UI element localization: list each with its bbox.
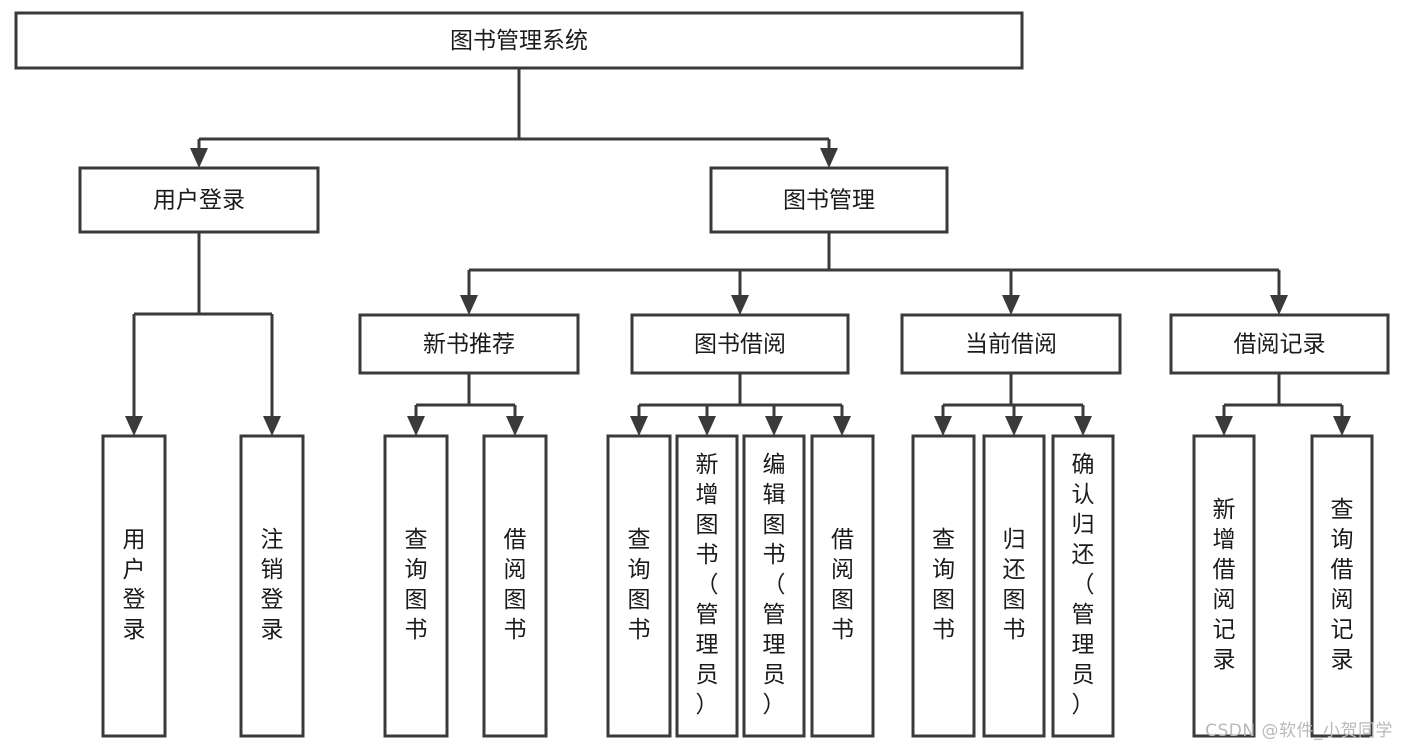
node-box-new-book-rec[interactable] [358, 313, 580, 375]
arrow-head-icon [833, 416, 851, 436]
node-leaf-confirm-return-admin[interactable]: 确认归还（管理员） [1051, 434, 1115, 738]
arrow-head-icon [1002, 295, 1020, 315]
arrow-head-icon [263, 416, 281, 436]
arrow-head-icon [698, 416, 716, 436]
node-box-leaf-logout-login[interactable] [239, 434, 305, 738]
node-box-root[interactable] [14, 11, 1024, 70]
node-leaf-borrow-book-rec[interactable]: 借阅图书 [482, 434, 548, 738]
node-label-leaf-query-book-borrow: 查询图书 [628, 527, 651, 643]
node-leaf-logout-login[interactable]: 注销登录 [239, 434, 305, 738]
node-label-leaf-return-book: 归还图书 [1003, 527, 1026, 643]
node-leaf-add-borrow-record[interactable]: 新增借阅记录 [1192, 434, 1256, 738]
node-label-new-book-rec: 新书推荐 [423, 332, 515, 358]
node-box-leaf-query-book-borrow[interactable] [606, 434, 672, 738]
node-leaf-query-borrow-record[interactable]: 查询借阅记录 [1310, 434, 1374, 738]
node-label-leaf-user-login: 用户登录 [123, 527, 146, 643]
arrow-head-icon [407, 416, 425, 436]
node-box-leaf-add-book-admin[interactable] [675, 434, 739, 738]
node-current-borrow[interactable]: 当前借阅 [900, 313, 1122, 375]
node-label-leaf-confirm-return-admin: 确认归还（管理员） [1072, 452, 1095, 718]
node-box-book-borrow[interactable] [630, 313, 850, 375]
node-box-leaf-return-book[interactable] [982, 434, 1046, 738]
arrow-head-icon [1333, 416, 1351, 436]
node-user-login[interactable]: 用户登录 [78, 166, 320, 234]
node-label-leaf-borrow-book: 借阅图书 [831, 527, 854, 643]
node-box-leaf-query-book-current[interactable] [911, 434, 976, 738]
node-leaf-query-book-borrow[interactable]: 查询图书 [606, 434, 672, 738]
arrow-head-icon [1270, 295, 1288, 315]
node-label-leaf-query-book-rec: 查询图书 [405, 527, 428, 643]
node-label-root: 图书管理系统 [450, 28, 588, 54]
node-label-leaf-add-borrow-record: 新增借阅记录 [1213, 497, 1236, 673]
arrow-head-icon [190, 148, 208, 168]
node-label-user-login: 用户登录 [153, 188, 245, 214]
connector-layer [125, 68, 1351, 436]
node-borrow-record[interactable]: 借阅记录 [1169, 313, 1390, 375]
arrow-head-icon [820, 148, 838, 168]
node-leaf-borrow-book[interactable]: 借阅图书 [810, 434, 875, 738]
node-box-current-borrow[interactable] [900, 313, 1122, 375]
arrow-head-icon [765, 416, 783, 436]
node-leaf-edit-book-admin[interactable]: 编辑图书（管理员） [742, 434, 806, 738]
node-box-book-manage[interactable] [709, 166, 949, 234]
node-label-leaf-query-book-current: 查询图书 [932, 527, 955, 643]
node-layer: 图书管理系统用户登录图书管理新书推荐图书借阅当前借阅借阅记录用户登录注销登录查询… [14, 11, 1390, 738]
node-box-leaf-borrow-book[interactable] [810, 434, 875, 738]
arrow-head-icon [934, 416, 952, 436]
node-leaf-add-book-admin[interactable]: 新增图书（管理员） [675, 434, 739, 738]
arrow-head-icon [1074, 416, 1092, 436]
node-leaf-query-book-current[interactable]: 查询图书 [911, 434, 976, 738]
node-label-leaf-edit-book-admin: 编辑图书（管理员） [763, 452, 786, 718]
node-root[interactable]: 图书管理系统 [14, 11, 1024, 70]
node-box-leaf-borrow-book-rec[interactable] [482, 434, 548, 738]
node-label-borrow-record: 借阅记录 [1234, 332, 1326, 358]
node-book-manage[interactable]: 图书管理 [709, 166, 949, 234]
node-box-leaf-edit-book-admin[interactable] [742, 434, 806, 738]
arrow-head-icon [1005, 416, 1023, 436]
node-leaf-query-book-rec[interactable]: 查询图书 [383, 434, 449, 738]
arrow-head-icon [630, 416, 648, 436]
node-label-book-manage: 图书管理 [783, 188, 875, 214]
node-new-book-rec[interactable]: 新书推荐 [358, 313, 580, 375]
node-box-leaf-confirm-return-admin[interactable] [1051, 434, 1115, 738]
node-label-book-borrow: 图书借阅 [694, 332, 786, 358]
node-leaf-user-login[interactable]: 用户登录 [101, 434, 167, 738]
arrow-head-icon [731, 295, 749, 315]
node-box-leaf-add-borrow-record[interactable] [1192, 434, 1256, 738]
node-leaf-return-book[interactable]: 归还图书 [982, 434, 1046, 738]
arrow-head-icon [1215, 416, 1233, 436]
node-box-leaf-query-book-rec[interactable] [383, 434, 449, 738]
node-label-leaf-query-borrow-record: 查询借阅记录 [1331, 497, 1354, 673]
node-box-leaf-query-borrow-record[interactable] [1310, 434, 1374, 738]
node-label-leaf-borrow-book-rec: 借阅图书 [504, 527, 527, 643]
arrow-head-icon [125, 416, 143, 436]
node-label-leaf-logout-login: 注销登录 [261, 527, 284, 643]
node-box-user-login[interactable] [78, 166, 320, 234]
node-box-borrow-record[interactable] [1169, 313, 1390, 375]
node-label-current-borrow: 当前借阅 [965, 332, 1057, 358]
node-box-leaf-user-login[interactable] [101, 434, 167, 738]
arrow-head-icon [506, 416, 524, 436]
node-book-borrow[interactable]: 图书借阅 [630, 313, 850, 375]
node-label-leaf-add-book-admin: 新增图书（管理员） [696, 452, 719, 718]
arrow-head-icon [460, 295, 478, 315]
